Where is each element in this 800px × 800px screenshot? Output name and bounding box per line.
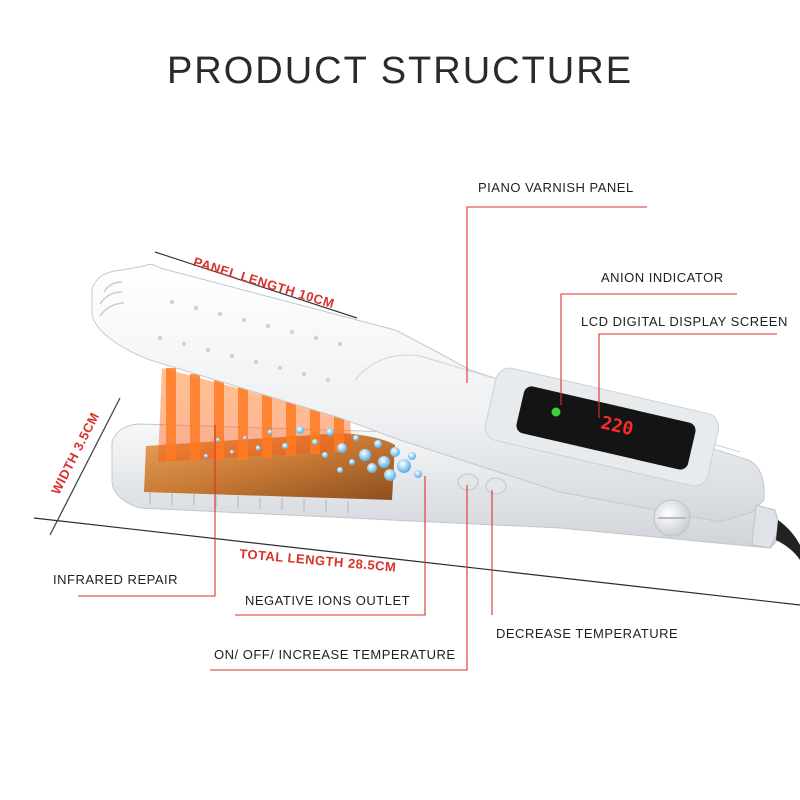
tip-ridges xyxy=(99,281,125,317)
width-line xyxy=(49,397,121,536)
callout-anion-indicator: ANION INDICATOR xyxy=(601,270,724,285)
callout-lines xyxy=(78,206,777,671)
callout-piano-varnish-panel: PIANO VARNISH PANEL xyxy=(478,180,634,195)
callout-infrared-repair: INFRARED REPAIR xyxy=(53,572,178,587)
increase-button-shape xyxy=(457,473,479,491)
line-lcd-display xyxy=(598,333,777,418)
anion-indicator-light xyxy=(551,407,561,417)
line-increase-temperature xyxy=(210,485,468,671)
line-anion-indicator xyxy=(560,293,737,405)
ground-line xyxy=(33,517,800,606)
decrease-button-shape xyxy=(485,477,507,495)
lcd-screen xyxy=(516,386,696,470)
line-negative-ions-outlet xyxy=(235,476,426,616)
line-piano-varnish-panel xyxy=(466,206,647,383)
panel-crease xyxy=(354,354,741,453)
panel-length-line xyxy=(154,251,358,319)
ion-bubbles xyxy=(204,426,422,481)
infrared-glow xyxy=(158,368,352,462)
line-infrared-repair xyxy=(78,425,216,597)
callout-negative-ions-outlet: NEGATIVE IONS OUTLET xyxy=(245,593,411,608)
cord-ring xyxy=(751,504,781,549)
power-cord xyxy=(776,520,800,560)
page-title: PRODUCT STRUCTURE xyxy=(166,50,634,92)
callout-lcd-display-screen: LCD DIGITAL DISPLAY SCREEN xyxy=(581,314,788,329)
lower-arm-ridges xyxy=(149,492,349,513)
callout-decrease-temperature: DECREASE TEMPERATURE xyxy=(496,626,679,641)
callout-on-off-increase-temperature: ON/ OFF/ INCREASE TEMPERATURE xyxy=(214,647,456,662)
panel-vents xyxy=(157,299,343,383)
